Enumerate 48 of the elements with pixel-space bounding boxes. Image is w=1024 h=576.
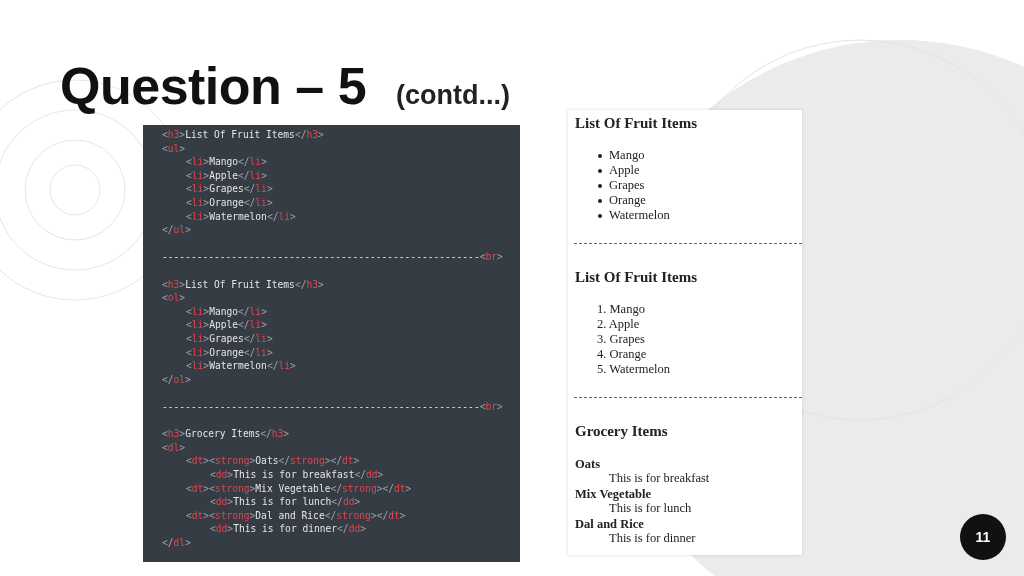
code-line: </dl> (162, 537, 191, 549)
code-line: <h3>List Of Fruit Items</h3> (162, 278, 324, 291)
code-line: <h3>Grocery Items</h3> (162, 428, 290, 441)
code-line: <li>Mango</li> (186, 305, 267, 318)
output-heading: List Of Fruit Items (575, 270, 698, 284)
code-line: <dd>This is for dinner</dd> (210, 523, 366, 536)
description: This is for dinner (609, 531, 696, 545)
output-heading: Grocery Items (575, 424, 668, 438)
code-line: <li>Apple</li> (186, 319, 267, 332)
code-line: <dd>This is for lunch</dd> (210, 496, 361, 509)
list-item: Watermelon (609, 208, 670, 222)
term: Oats (575, 457, 600, 471)
list-item: 1. Mango (597, 302, 645, 316)
title-suffix: (contd...) (396, 80, 510, 111)
description: This is for breakfast (609, 471, 710, 485)
code-line: <li>Watermelon</li> (186, 210, 296, 223)
code-line: <li>Orange</li> (186, 346, 273, 359)
code-line: <dd>This is for breakfast</dd> (210, 469, 384, 481)
code-line: <dt><strong>Dal and Rice</strong></dt> (186, 509, 406, 522)
code-line: <li>Orange</li> (186, 197, 273, 209)
term: Dal and Rice (575, 517, 644, 531)
code-line: <li>Mango</li> (186, 156, 267, 169)
slide-title: Question – 5 (60, 56, 367, 116)
term: Mix Vegetable (575, 487, 652, 501)
code-line: -------------------------------------------------------<br> (162, 401, 503, 413)
list-item: 3. Grapes (597, 332, 645, 346)
code-line: </ol> (162, 373, 191, 386)
code-line: <li>Grapes</li> (186, 333, 273, 345)
code-line: <h3>List Of Fruit Items</h3> (162, 129, 324, 141)
code-line: <li>Grapes</li> (186, 183, 273, 196)
list-item: 5. Watermelon (597, 362, 671, 376)
code-line: <ol> (162, 292, 186, 305)
list-item: Apple (609, 163, 640, 177)
description: This is for lunch (609, 501, 692, 515)
code-line: <dl> (162, 441, 186, 454)
code-line: <dt><strong>Mix Vegetable</strong></dt> (186, 482, 412, 495)
list-item: Orange (609, 193, 646, 207)
code-line: <li>Apple</li> (186, 169, 267, 182)
output-heading: List Of Fruit Items (575, 116, 698, 130)
list-item: Grapes (609, 178, 645, 192)
list-item: 4. Orange (597, 347, 647, 361)
list-item: Mango (609, 148, 645, 162)
list-item: 2. Apple (597, 317, 640, 331)
code-line: <dt><strong>Oats</strong></dt> (186, 455, 360, 468)
code-line: <ul> (162, 142, 186, 155)
code-line: -------------------------------------------------------<br> (162, 251, 503, 264)
code-line: </ul> (162, 224, 191, 237)
code-line: <li>Watermelon</li> (186, 360, 296, 373)
